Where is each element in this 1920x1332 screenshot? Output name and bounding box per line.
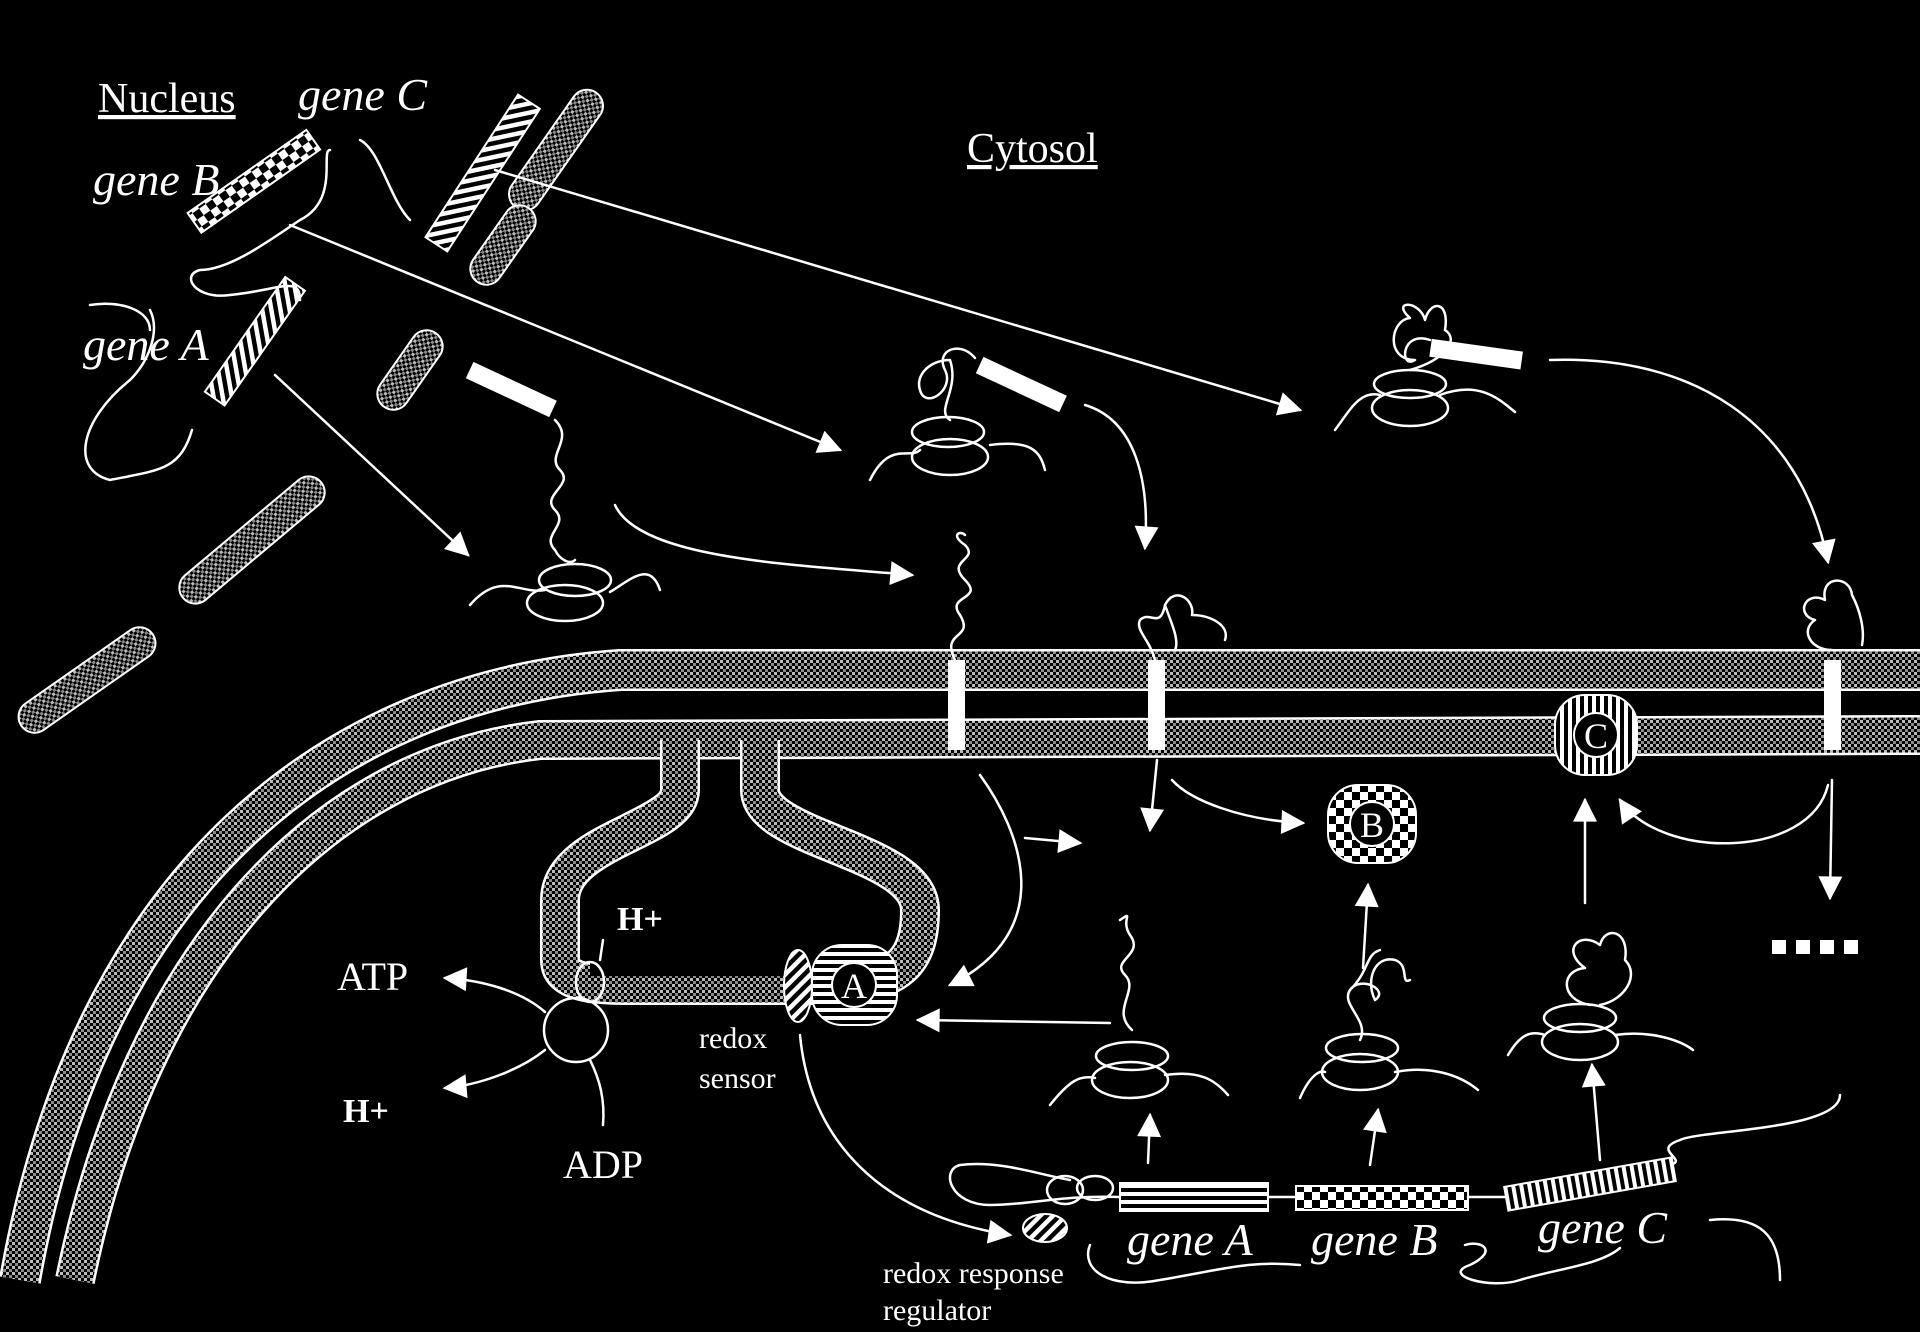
import-arrows	[273, 168, 1836, 586]
outer-membrane	[0, 649, 1920, 1284]
inner-import-arrows	[915, 758, 1843, 1167]
protein-b-label: B	[1360, 805, 1384, 845]
organelle-gene-b-box	[1295, 1185, 1469, 1211]
nuclear-gene-b-label: gene B	[93, 154, 219, 205]
redox-sensor-label-line2: sensor	[699, 1062, 776, 1095]
organelle-gene-c-box	[1503, 1156, 1677, 1212]
redox-sensor-label-line1: redox	[699, 1022, 767, 1055]
organelle-ribosome-a	[1048, 914, 1230, 1107]
protein-a: A	[783, 944, 898, 1026]
protein-a-label: A	[841, 966, 867, 1006]
organelle-genome	[798, 1033, 1842, 1285]
protein-b: B	[1327, 784, 1417, 864]
protein-c: C	[1554, 694, 1638, 776]
nuclear-gene-c-label: gene C	[298, 69, 428, 120]
cytosolic-ribosome-a	[465, 361, 662, 623]
redox-regulator-label-line1: redox response	[883, 1257, 1064, 1290]
organelle-ribosome-b	[1298, 948, 1480, 1100]
translocator-b	[1148, 660, 1165, 750]
h-plus-bottom-label: H+	[343, 1093, 389, 1130]
translocator-a	[948, 660, 965, 750]
nuclear-gene-a-label: gene A	[83, 319, 210, 370]
protein-c-label: C	[1584, 716, 1608, 756]
atp-synthase	[442, 938, 610, 1127]
nucleus-label: Nucleus	[98, 76, 236, 122]
organelle-gene-c-label: gene C	[1538, 1202, 1668, 1253]
precursor-b-at-membrane	[1137, 594, 1227, 662]
redox-regulator-label-line2: regulator	[883, 1294, 991, 1327]
precursor-a-at-membrane	[949, 531, 972, 662]
cytosolic-ribosome-c	[1333, 303, 1523, 432]
nuclear-gene-b-box	[186, 128, 322, 235]
organelle-ribosome-c	[1506, 931, 1695, 1062]
h-plus-top-label: H+	[617, 901, 663, 938]
organelle-gene-a-box	[1119, 1182, 1269, 1212]
translocator-c	[1824, 660, 1841, 750]
nuclear-gene-a-box	[203, 275, 307, 407]
nuclear-dna-strand	[84, 138, 412, 482]
atp-label: ATP	[337, 954, 408, 999]
cytosolic-ribosome-b	[868, 347, 1067, 482]
continuation-dots	[1772, 940, 1858, 954]
adp-label: ADP	[563, 1142, 643, 1187]
organelle-gene-a-label: gene A	[1127, 1214, 1254, 1265]
precursor-c-at-membrane	[1803, 579, 1865, 652]
nuclear-gene-c-box	[424, 93, 542, 253]
organelle-gene-b-label: gene B	[1311, 1214, 1437, 1265]
redox-response-regulator	[1022, 1174, 1115, 1243]
cytosol-label: Cytosol	[967, 126, 1098, 172]
inner-membrane	[55, 715, 1920, 1284]
